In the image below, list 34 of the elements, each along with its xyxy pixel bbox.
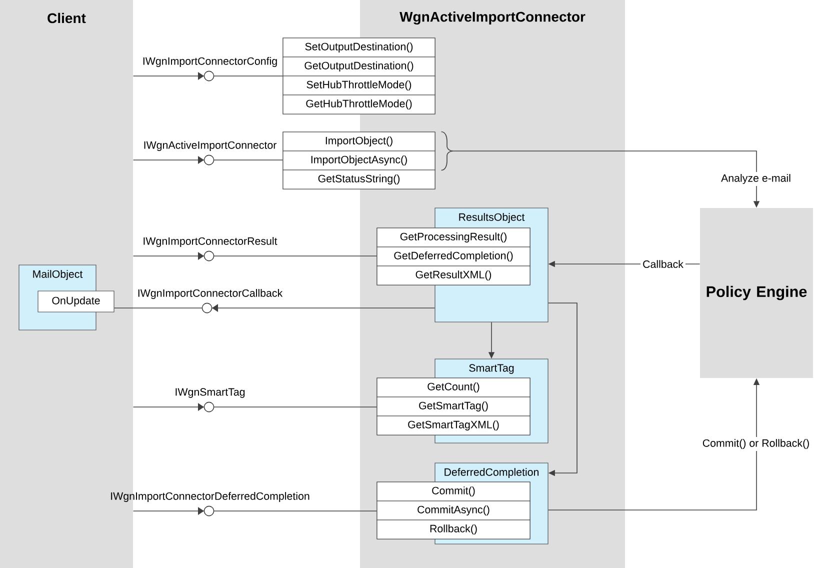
connector	[132, 250, 378, 262]
method-cell: GetHubThrottleMode()	[282, 94, 436, 114]
method-cell: SetHubThrottleMode()	[282, 76, 436, 96]
method-cell: GetSmartTag()	[376, 396, 530, 416]
edge-label: Commit() or Rollback()	[700, 437, 812, 451]
edge-label: IWgnSmartTag	[176, 388, 245, 398]
connector	[114, 302, 436, 314]
method-cell: ImportObjectAsync()	[282, 150, 436, 170]
method-cell: GetStatusString()	[282, 170, 436, 190]
method-cell: GetProcessingResult()	[376, 228, 530, 248]
method-cell: ImportObject()	[282, 132, 436, 152]
edge-label: Analyze e-mail	[719, 172, 793, 186]
method-cell: Commit()	[376, 482, 530, 502]
method-cell: CommitAsync()	[376, 500, 530, 520]
edge-label: IWgnActiveImportConnector	[144, 141, 276, 151]
connector	[132, 402, 378, 412]
method-cell: GetResultXML()	[376, 266, 530, 286]
method-box: OnUpdate	[38, 290, 114, 312]
connector	[132, 506, 378, 516]
edge-label: IWgnImportConnectorResult	[144, 237, 278, 247]
connector	[548, 302, 578, 476]
connector	[132, 70, 284, 82]
edge-label: IWgnImportConnectorCallback	[138, 289, 283, 299]
edge-label: Callback	[640, 258, 686, 270]
method-cell: GetOutputDestination()	[282, 56, 436, 76]
engine-box: Policy Engine	[700, 208, 813, 378]
method-cell: GetSmartTagXML()	[376, 416, 530, 436]
method-cell: Rollback()	[376, 520, 530, 540]
connector	[132, 154, 284, 166]
method-cell: GetDeferredCompletion()	[376, 246, 530, 266]
edge-label: IWgnImportConnectorDeferredCompletion	[111, 492, 310, 502]
method-cell: GetCount()	[376, 378, 530, 398]
method-cell: SetOutputDestination()	[282, 38, 436, 58]
edge-label: IWgnImportConnectorConfig	[143, 57, 277, 67]
